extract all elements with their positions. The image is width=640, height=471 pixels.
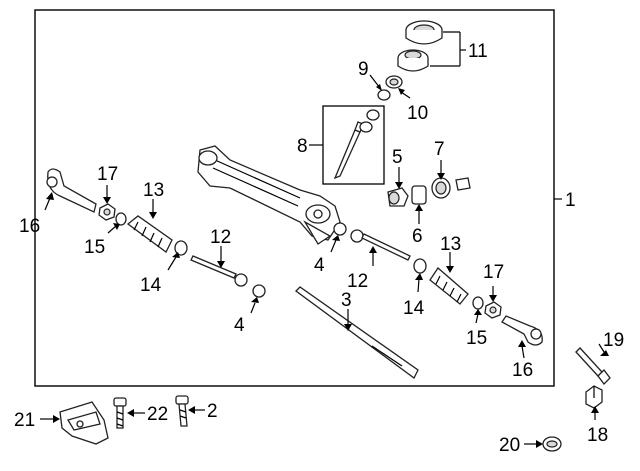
part-7-adjuster: [431, 177, 471, 199]
label-14-left: 14: [140, 275, 162, 296]
part-15-clamp-left: [115, 212, 127, 226]
label-15-right: 15: [466, 328, 487, 349]
label-4-lower: 4: [234, 315, 245, 336]
label-1: 1: [565, 190, 576, 211]
label-8: 8: [297, 136, 308, 157]
part-14-ring-right: [413, 258, 427, 274]
part-4-washer-upper: [333, 222, 347, 236]
label-2: 2: [207, 401, 218, 422]
part-10-bushing: [385, 75, 403, 89]
part-8-pinion-shaft: [333, 109, 380, 180]
part-17-jam-nut-left: [98, 203, 116, 221]
label-20: 20: [499, 435, 520, 456]
label-13-left: 13: [143, 180, 164, 201]
label-21: 21: [14, 410, 35, 431]
label-11: 11: [468, 41, 488, 62]
label-4-upper: 4: [314, 255, 325, 276]
label-13-right: 13: [440, 234, 461, 255]
part-6-spring: [411, 185, 427, 205]
label-19: 19: [603, 330, 624, 351]
steering-gear-housing: [197, 145, 341, 245]
label-3: 3: [341, 290, 352, 311]
label-17-right: 17: [483, 262, 504, 283]
part-21-bracket: [59, 401, 109, 445]
part-13-boot-right: [429, 267, 469, 305]
part-11-pinion-seal: [397, 20, 443, 72]
part-2-bolt: [175, 395, 189, 427]
label-9: 9: [358, 59, 369, 80]
part-12-inner-tie-rod-right: [350, 229, 411, 261]
part-5-yoke: [387, 187, 409, 207]
part-18-nut: [585, 385, 603, 409]
part-19-bolt: [575, 347, 611, 385]
part-16-outer-tie-rod-right: [501, 315, 543, 346]
label-6: 6: [412, 226, 423, 247]
label-17-left: 17: [97, 164, 118, 185]
label-18: 18: [587, 425, 608, 446]
label-12-right: 12: [347, 271, 368, 292]
label-22: 22: [147, 404, 168, 425]
part-16-outer-tie-rod-left: [46, 168, 97, 213]
label-16-right: 16: [512, 360, 533, 381]
part-3-rack: [295, 286, 419, 379]
label-12-left: 12: [210, 227, 231, 248]
label-15-left: 15: [84, 237, 105, 258]
part-13-boot-left: [126, 215, 173, 253]
part-22-bolt: [113, 397, 127, 429]
label-10: 10: [407, 103, 428, 124]
part-9-seal: [377, 89, 391, 101]
part-17-jam-nut-right: [484, 301, 502, 319]
part-15-clamp-right: [472, 296, 484, 310]
part-4-washer-lower: [252, 284, 266, 298]
label-14-right: 14: [403, 298, 425, 319]
label-5: 5: [392, 147, 403, 168]
part-12-inner-tie-rod-left: [190, 255, 248, 287]
part-14-ring-left: [174, 240, 188, 256]
label-7: 7: [434, 139, 445, 160]
assembly-frame: [34, 9, 555, 387]
label-16-left: 16: [19, 216, 40, 237]
part-20-o-ring: [542, 436, 562, 452]
